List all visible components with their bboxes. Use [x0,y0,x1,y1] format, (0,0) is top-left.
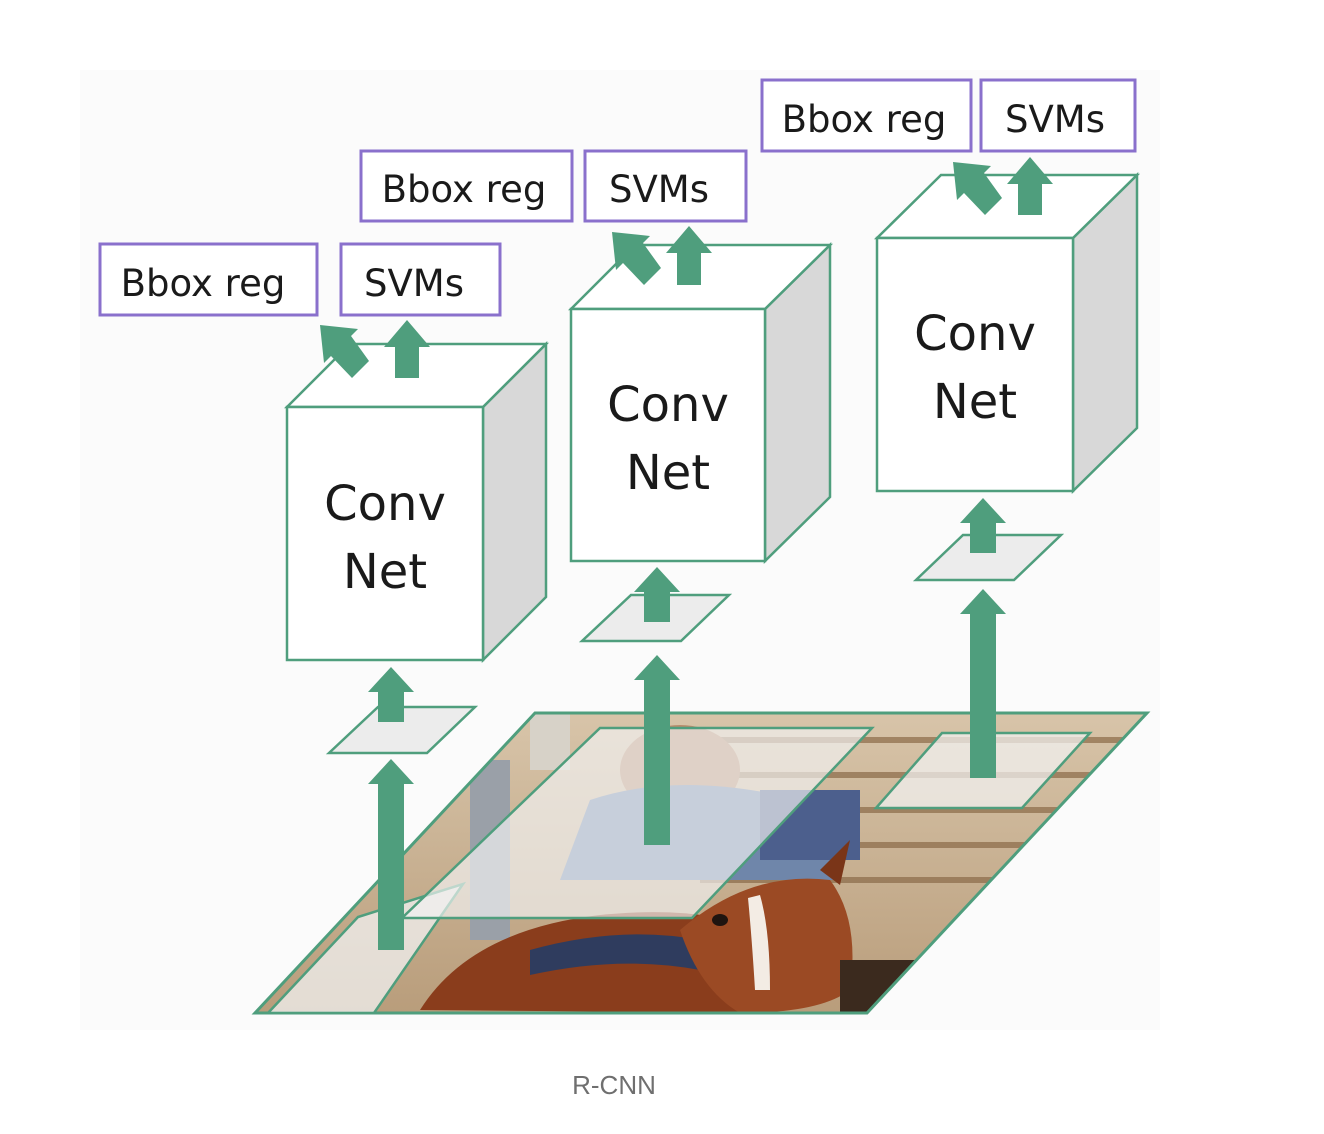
up-arrow [368,667,414,722]
bbox-reg-label: Bbox reg [782,98,947,141]
up-arrow [1007,157,1053,215]
rcnn-diagram: Conv Net Conv Net Conv Net Bbox reg SVMs… [98,78,1151,1015]
bbox-reg-label: Bbox reg [121,262,286,305]
diagonal-arrow [320,325,369,378]
convnet-label: Conv [324,476,446,532]
output-box-bbox-reg-3: Bbox reg [760,78,973,153]
convnet-label: Net [626,445,710,501]
output-box-bbox-reg-1: Bbox reg [98,242,319,317]
bbox-reg-label: Bbox reg [382,168,547,211]
warped-region [325,705,479,755]
convnet-block-1: Conv Net [283,340,550,664]
up-arrow [960,589,1006,778]
svms-label: SVMs [609,168,709,211]
up-arrow [368,759,414,950]
warped-region [912,533,1065,582]
input-image-frame [251,711,1151,1015]
figure-caption: R-CNN [572,1070,656,1100]
up-arrow [666,226,712,285]
output-box-bbox-reg-2: Bbox reg [359,149,574,223]
region-proposal [398,726,875,920]
convnet-label: Net [343,544,427,600]
svms-label: SVMs [1005,98,1105,141]
svms-label: SVMs [364,262,464,305]
up-arrow [634,655,680,845]
output-box-svms-3: SVMs [979,78,1137,153]
up-arrow [634,567,680,622]
output-box-svms-2: SVMs [583,149,748,223]
convnet-label: Conv [914,306,1036,362]
up-arrow [960,498,1006,553]
diagonal-arrow [953,162,1002,215]
diagonal-arrow [612,232,661,285]
convnet-block-3: Conv Net [873,172,1141,494]
up-arrow [384,320,430,378]
output-box-svms-1: SVMs [339,242,502,317]
convnet-block-2: Conv Net [567,242,834,564]
convnet-label: Conv [607,377,729,433]
convnet-label: Net [933,374,1017,430]
